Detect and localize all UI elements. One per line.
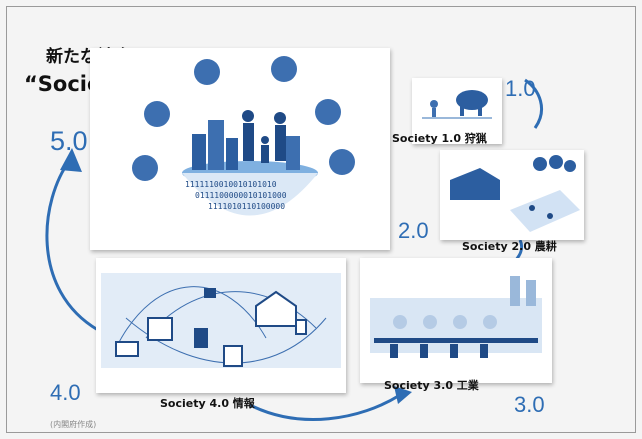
society5-card: 1111110010010101010 0111100000010101000 …	[90, 48, 390, 250]
farming-illustration	[450, 155, 580, 232]
society1-card	[412, 78, 502, 144]
home-icon	[255, 290, 297, 327]
society5-illustration	[132, 56, 355, 216]
society2-card	[440, 150, 584, 240]
society4-card	[96, 258, 346, 393]
source-credit: (内閣府作成)	[50, 420, 97, 429]
era-label-1: Society 1.0 狩猟	[392, 132, 487, 145]
era-label-3: Society 3.0 工業	[384, 379, 479, 392]
society3-card	[360, 258, 552, 383]
mammoth-icon	[456, 90, 488, 110]
binary-line-2: 0111100000010101000	[195, 191, 287, 200]
tablet-icon	[223, 345, 243, 367]
desktop-icon	[204, 288, 216, 298]
balance-icon	[144, 101, 170, 127]
era-number-1: 1.0	[505, 76, 536, 101]
binary-line-1: 1111110010010101010	[185, 180, 277, 189]
era-number-4: 4.0	[50, 380, 81, 405]
laptop-icon	[115, 341, 139, 357]
era-number-2: 2.0	[398, 218, 429, 243]
graduation-cap-icon	[329, 149, 355, 175]
office-icon	[147, 317, 173, 341]
industry-illustration	[370, 276, 542, 358]
server-icon	[194, 328, 208, 348]
heart-icon	[132, 155, 158, 181]
factory-icon	[315, 99, 341, 125]
hunting-illustration	[422, 90, 492, 119]
music-icon	[194, 59, 220, 85]
era-number-3: 3.0	[514, 392, 545, 417]
era-label-4: Society 4.0 情報	[160, 397, 255, 410]
era-label-2: Society 2.0 農耕	[462, 240, 557, 253]
era-number-5: 5.0	[50, 126, 88, 156]
link-icon	[271, 56, 297, 82]
smartphone-icon	[295, 319, 307, 335]
binary-line-3: 1111010110100000	[208, 202, 286, 211]
information-illustration	[101, 273, 341, 368]
